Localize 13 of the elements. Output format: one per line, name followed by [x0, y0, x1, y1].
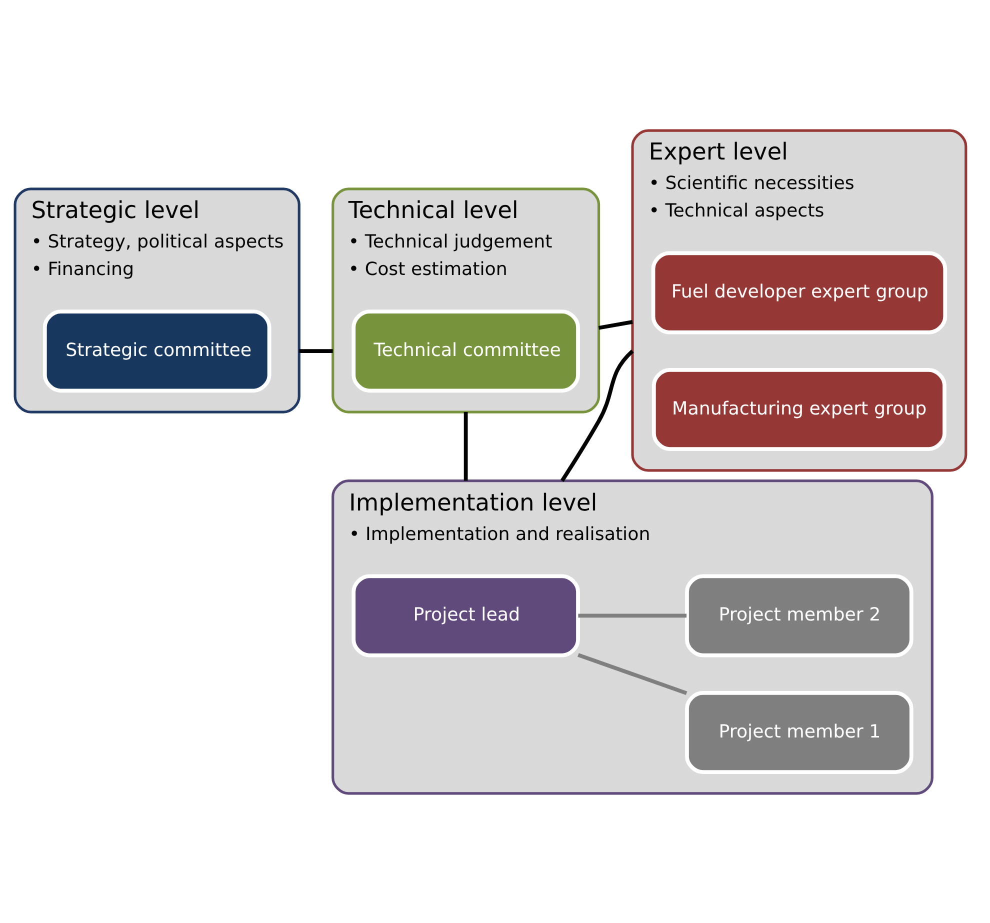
node-box: Fuel developer expert group [651, 250, 948, 334]
connector [578, 613, 687, 618]
node-box: Manufacturing expert group [652, 367, 946, 450]
node-box: Project member 1 [685, 690, 914, 774]
connector [578, 652, 688, 694]
connector [598, 319, 633, 330]
node-box: Technical committee [352, 309, 580, 392]
connector [560, 349, 634, 482]
node-box: Strategic committee [42, 309, 272, 392]
node-box: Project lead [352, 574, 580, 657]
connector [464, 412, 468, 480]
connector [299, 348, 333, 353]
node-box: Project member 2 [685, 574, 914, 657]
